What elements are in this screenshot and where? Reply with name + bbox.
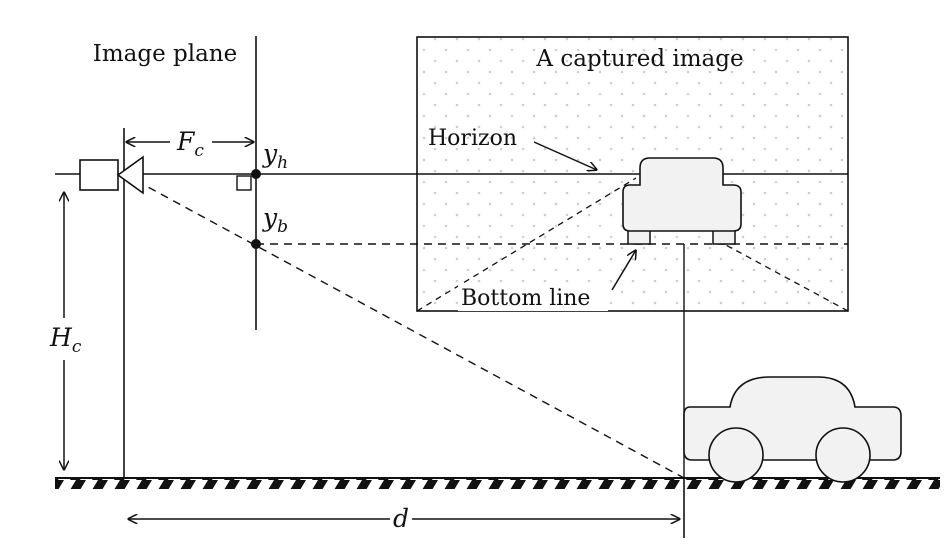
car-real	[683, 376, 902, 483]
point-yb	[251, 239, 261, 249]
distance-label: d	[393, 504, 409, 533]
ground	[55, 477, 940, 489]
focal-length-label: Fc	[176, 127, 204, 161]
bottom-line-pointer	[611, 250, 636, 291]
horizon-label: Horizon	[428, 126, 517, 151]
image-plane-label: Image plane	[93, 41, 237, 67]
bottom-line-label: Bottom line	[461, 286, 590, 311]
bottom-line-label-bg	[458, 283, 608, 311]
yh-label: yh	[262, 139, 288, 173]
right-angle-marker	[236, 175, 252, 191]
point-yh	[251, 169, 261, 179]
horizon-pointer	[533, 141, 597, 170]
captured-image-title: A captured image	[535, 46, 743, 72]
car-in-image	[622, 157, 742, 245]
camera-icon	[79, 155, 144, 195]
yb-label: yb	[262, 203, 288, 237]
camera-height-label: Hc	[49, 323, 82, 357]
